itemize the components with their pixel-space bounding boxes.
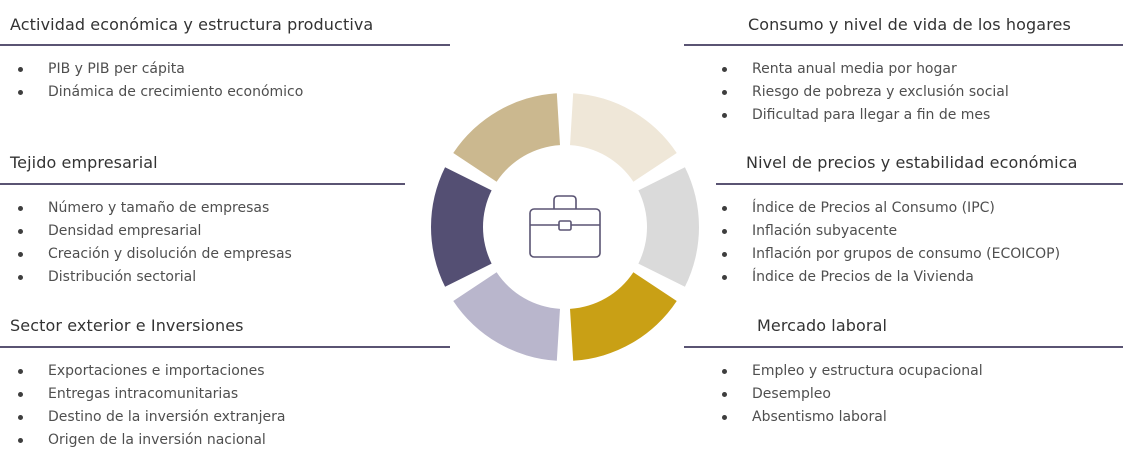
section-divider: [684, 346, 1123, 348]
section-sector-exterior: Sector exterior e Inversiones: [10, 316, 244, 335]
bullet-icon: [722, 415, 727, 420]
list-item: Absentismo laboral: [714, 406, 983, 429]
list-item: Distribución sectorial: [10, 266, 292, 289]
list-actividad-economica: PIB y PIB per cápita Dinámica de crecimi…: [10, 58, 303, 104]
list-tejido-empresarial: Número y tamaño de empresas Densidad emp…: [10, 197, 292, 289]
list-item: Renta anual media por hogar: [714, 58, 1009, 81]
list-mercado-laboral: Empleo y estructura ocupacional Desemple…: [714, 360, 983, 429]
segment-actividad: [453, 93, 560, 182]
list-item: Destino de la inversión extranjera: [10, 406, 286, 429]
bullet-icon: [722, 392, 727, 397]
bullet-icon: [18, 392, 23, 397]
list-item: PIB y PIB per cápita: [10, 58, 303, 81]
section-title: Sector exterior e Inversiones: [10, 316, 244, 335]
bullet-icon: [18, 438, 23, 443]
bullet-icon: [722, 229, 727, 234]
list-item: Entregas intracomunitarias: [10, 383, 286, 406]
section-title: Tejido empresarial: [10, 153, 158, 172]
bullet-icon: [18, 252, 23, 257]
segment-laboral: [570, 272, 677, 361]
list-item: Riesgo de pobreza y exclusión social: [714, 81, 1009, 104]
section-consumo-hogares: Consumo y nivel de vida de los hogares: [748, 15, 1071, 34]
bullet-icon: [18, 275, 23, 280]
list-item: Creación y disolución de empresas: [10, 243, 292, 266]
bullet-icon: [722, 90, 727, 95]
bullet-icon: [722, 369, 727, 374]
list-nivel-precios: Índice de Precios al Consumo (IPC) Infla…: [714, 197, 1060, 289]
section-actividad-economica: Actividad económica y estructura product…: [10, 15, 373, 34]
bullet-icon: [18, 206, 23, 211]
briefcase-icon: [529, 195, 601, 258]
bullet-icon: [18, 67, 23, 72]
section-divider: [684, 44, 1123, 46]
list-consumo-hogares: Renta anual media por hogar Riesgo de po…: [714, 58, 1009, 127]
bullet-icon: [18, 90, 23, 95]
bullet-icon: [722, 113, 727, 118]
list-item: Densidad empresarial: [10, 220, 292, 243]
bullet-icon: [722, 206, 727, 211]
segment-consumo: [570, 93, 677, 182]
list-item: Dificultad para llegar a fin de mes: [714, 104, 1009, 127]
list-item: Índice de Precios de la Vivienda: [714, 266, 1060, 289]
section-divider: [0, 44, 450, 46]
section-title: Nivel de precios y estabilidad económica: [746, 153, 1078, 172]
segment-tejido: [431, 167, 492, 287]
list-sector-exterior: Exportaciones e importaciones Entregas i…: [10, 360, 286, 452]
bullet-icon: [722, 275, 727, 280]
bullet-icon: [18, 369, 23, 374]
list-item: Origen de la inversión nacional: [10, 429, 286, 452]
segment-wheel: [431, 93, 699, 361]
list-item: Índice de Precios al Consumo (IPC): [714, 197, 1060, 220]
list-item: Inflación por grupos de consumo (ECOICOP…: [714, 243, 1060, 266]
bullet-icon: [722, 67, 727, 72]
segment-precios: [638, 167, 699, 287]
section-nivel-precios: Nivel de precios y estabilidad económica: [746, 153, 1078, 172]
list-item: Número y tamaño de empresas: [10, 197, 292, 220]
section-tejido-empresarial: Tejido empresarial: [10, 153, 158, 172]
section-divider: [0, 346, 450, 348]
list-item: Desempleo: [714, 383, 983, 406]
list-item: Inflación subyacente: [714, 220, 1060, 243]
bullet-icon: [722, 252, 727, 257]
section-divider: [0, 183, 405, 185]
list-item: Dinámica de crecimiento económico: [10, 81, 303, 104]
bullet-icon: [18, 415, 23, 420]
bullet-icon: [18, 229, 23, 234]
section-mercado-laboral: Mercado laboral: [757, 316, 887, 335]
section-title: Consumo y nivel de vida de los hogares: [748, 15, 1071, 34]
segment-exterior: [453, 272, 560, 361]
section-divider: [716, 183, 1123, 185]
list-item: Exportaciones e importaciones: [10, 360, 286, 383]
list-item: Empleo y estructura ocupacional: [714, 360, 983, 383]
section-title: Actividad económica y estructura product…: [10, 15, 374, 34]
section-title: Mercado laboral: [757, 316, 888, 335]
